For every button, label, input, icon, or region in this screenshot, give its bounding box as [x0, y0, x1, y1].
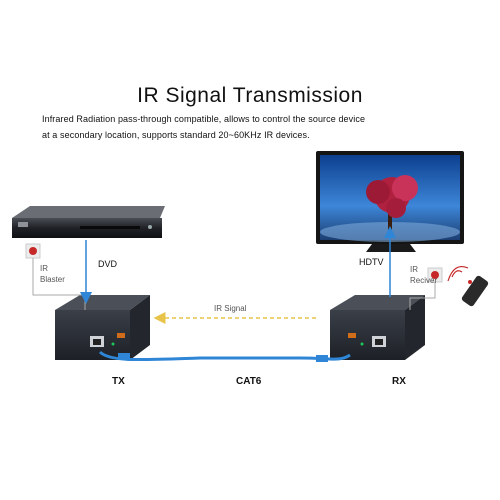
description-line-2: at a secondary location, supports standa…	[42, 130, 310, 140]
ir-receiver-label: IR Reciver	[410, 265, 438, 285]
dvd-player-icon	[12, 206, 165, 238]
ir-blaster-label: IR Blaster	[40, 264, 65, 284]
ir-receiver-icon	[427, 267, 443, 283]
dvd-label: DVD	[98, 259, 118, 269]
description-line-1: Infrared Radiation pass-through compatib…	[42, 114, 366, 124]
ir-signal-label: IR Signal	[214, 304, 247, 313]
cat6-label: CAT6	[236, 376, 262, 387]
tx-extender-icon	[55, 295, 150, 360]
description: Infrared Radiation pass-through compatib…	[42, 111, 472, 143]
tx-label: TX	[112, 376, 125, 387]
rx-label: RX	[392, 376, 406, 387]
ir-blaster-icon	[25, 243, 41, 259]
rx-extender-icon	[330, 295, 425, 360]
hdtv-icon	[316, 151, 464, 252]
ir-receiver-wire	[409, 282, 436, 310]
cat6-cable	[98, 350, 351, 362]
hdtv-label: HDTV	[359, 257, 384, 267]
tx-cable-plug	[118, 353, 130, 360]
remote-control-icon	[447, 265, 489, 307]
rx-cable-plug	[316, 355, 328, 362]
page-title: IR Signal Transmission	[137, 84, 363, 107]
